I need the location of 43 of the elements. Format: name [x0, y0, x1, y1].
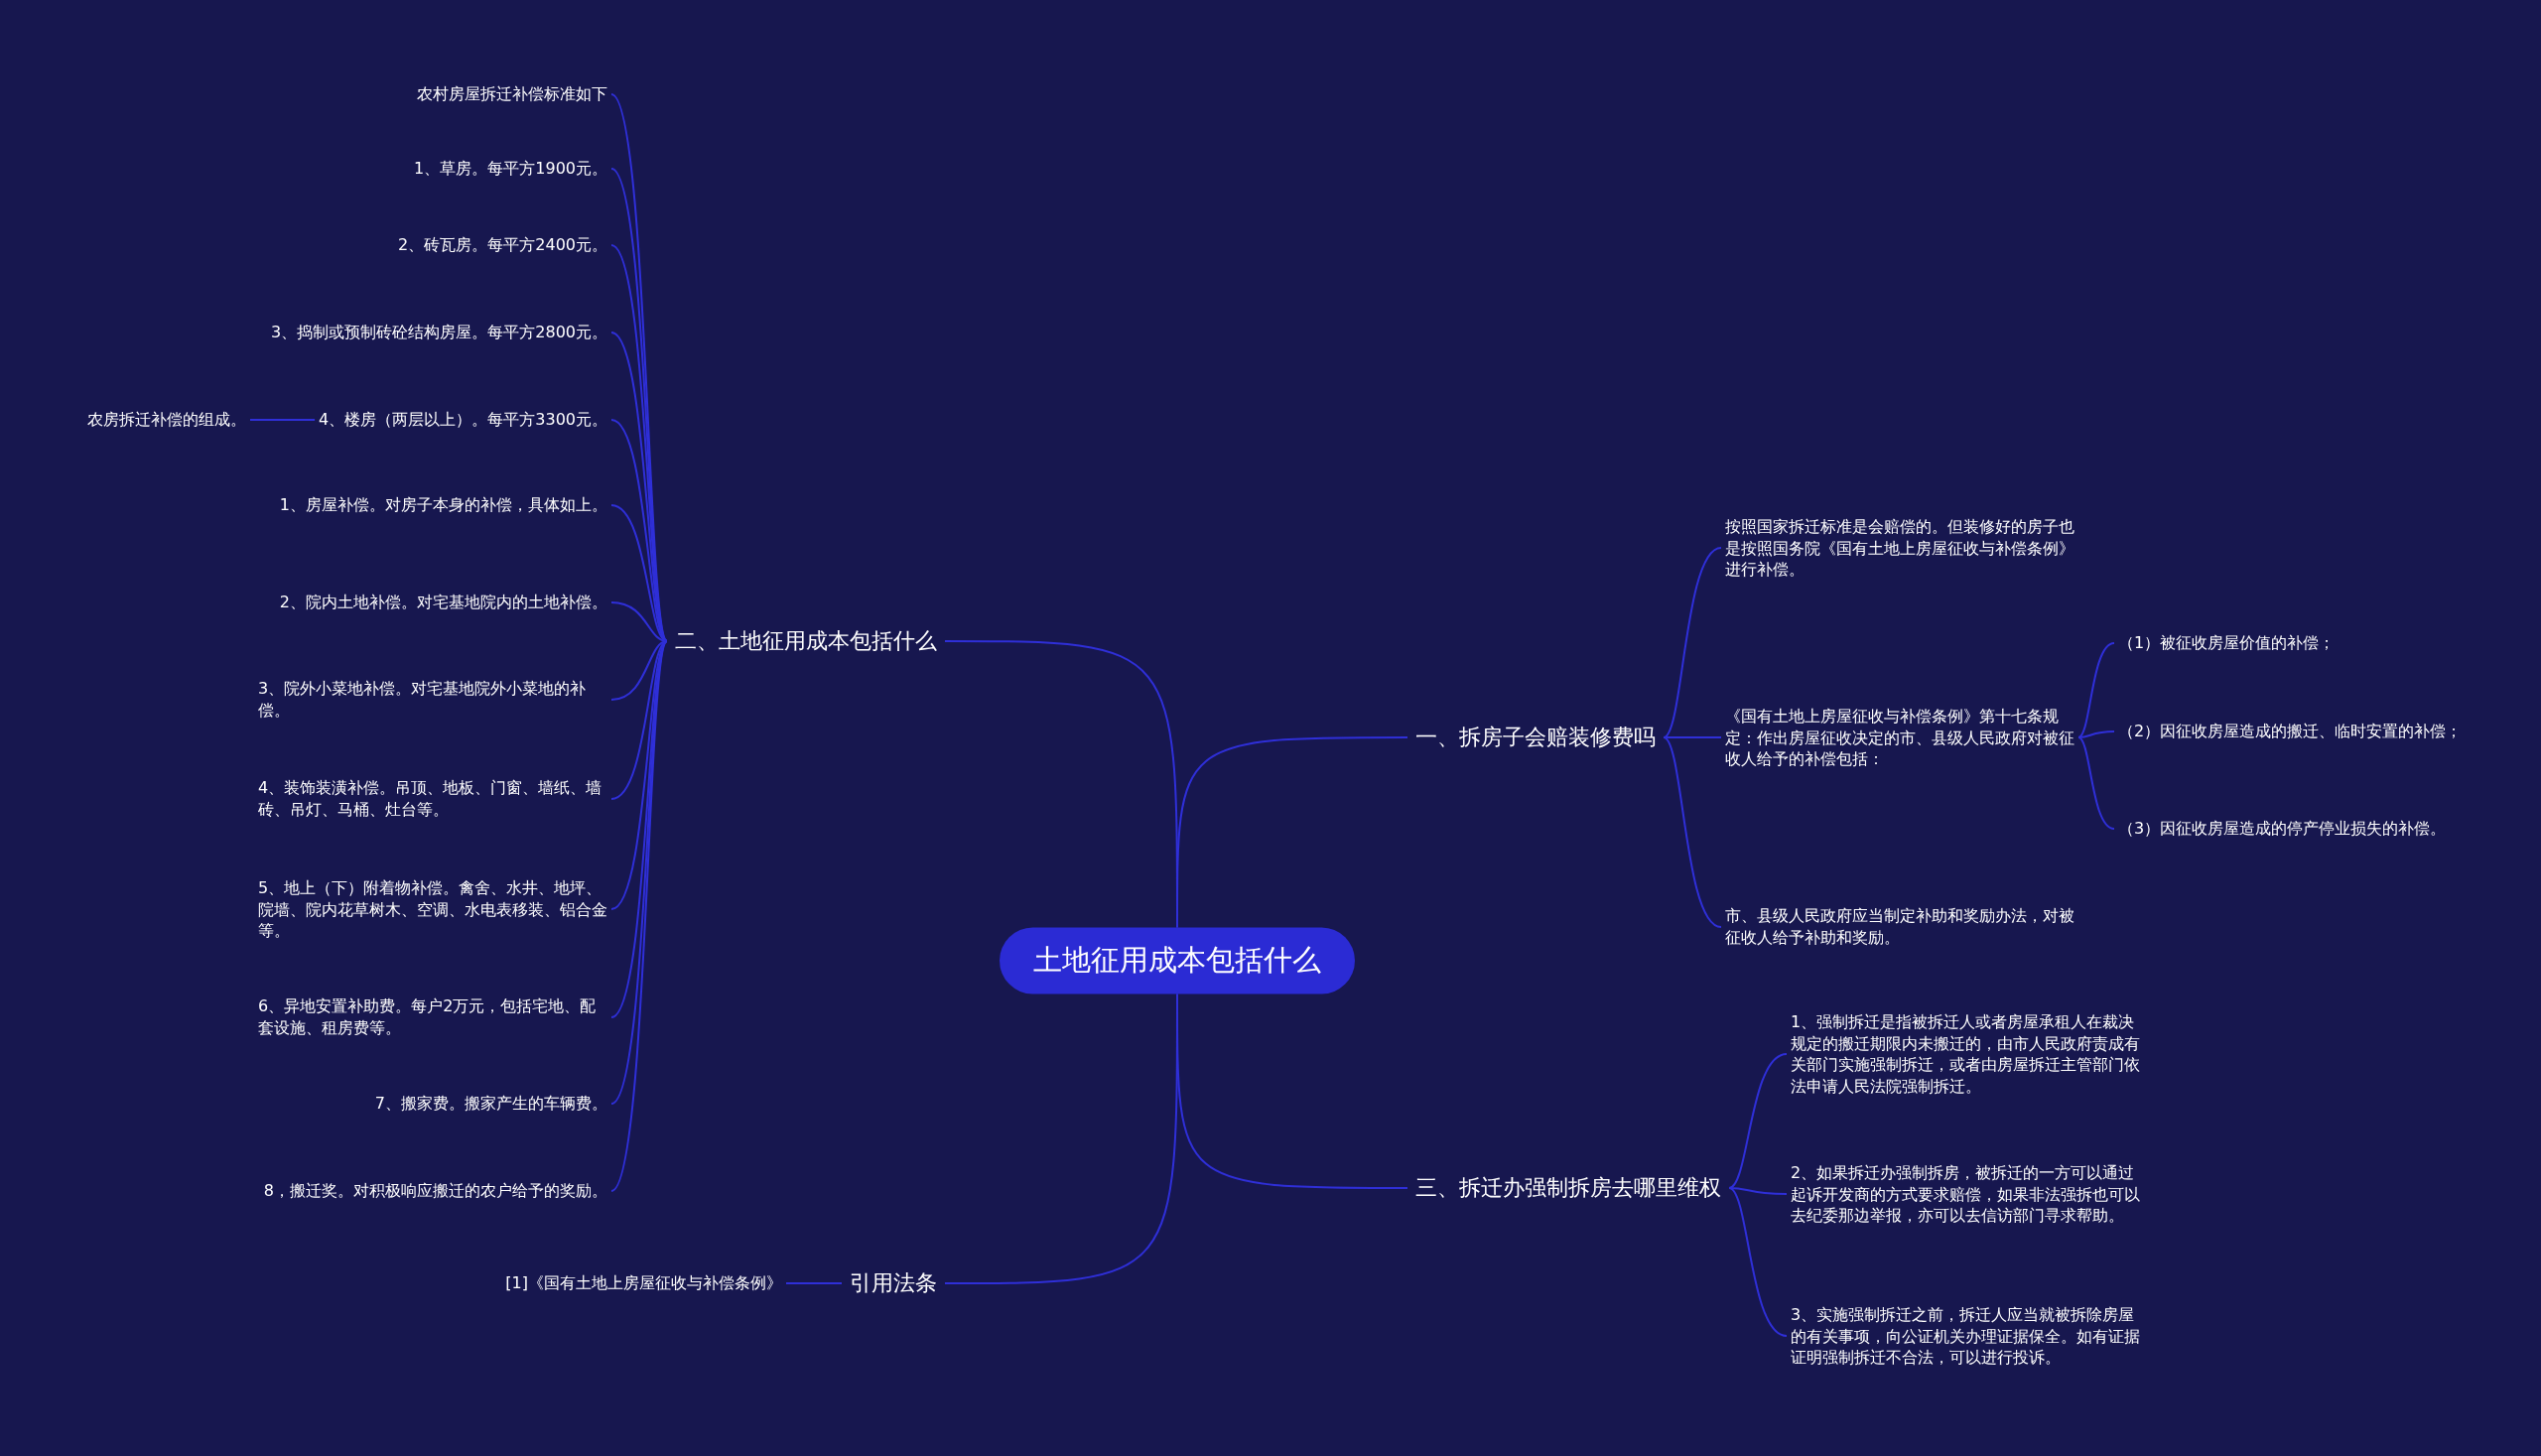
leaf-topic: 7、搬家费。搬家产生的车辆费。 [374, 1093, 607, 1115]
connector-line [2077, 736, 2115, 830]
leaf-topic: 4、装饰装潢补偿。吊顶、地板、门窗、墙纸、墙砖、吊灯、马桶、灶台等。 [258, 777, 603, 821]
connector-line [1728, 1053, 1788, 1189]
leaf-topic: （2）因征收房屋造成的搬迁、临时安置的补偿； [2118, 721, 2463, 742]
connector-line [1663, 736, 1722, 928]
branch-topic: 二、土地征用成本包括什么 [675, 627, 937, 656]
connector-line [785, 1282, 843, 1284]
leaf-topic: 农村房屋拆迁补偿标准如下 [417, 83, 607, 105]
connector-line [1663, 736, 1722, 738]
leaf-topic: 按照国家拆迁标准是会赔偿的。但装修好的房子也是按照国务院《国有土地上房屋征收与补偿条例》进行补偿。 [1725, 515, 2074, 581]
branch-topic: 三、拆迁办强制拆房去哪里维权 [1415, 1174, 1721, 1203]
leaf-topic: 5、地上（下）附着物补偿。禽舍、水井、地坪、院墙、院内花草树木、空调、水电表移装、铝合金等。 [258, 876, 607, 942]
connector-line [610, 640, 668, 1192]
leaf-topic: （3）因征收房屋造成的停产停业损失的补偿。 [2118, 818, 2447, 840]
branch-topic: 一、拆房子会赔装修费吗 [1415, 724, 1656, 752]
leaf-topic: 3、捣制或预制砖砼结构房屋。每平方2800元。 [271, 322, 607, 343]
leaf-topic: 8，搬迁奖。对积极响应搬迁的农户给予的奖励。 [263, 1180, 607, 1202]
connector-line [610, 640, 668, 1105]
leaf-topic: 《国有土地上房屋征收与补偿条例》第十七条规定：作出房屋征收决定的市、县级人民政府对被征收人给予的补偿包括： [1725, 705, 2074, 770]
leaf-topic: 1、草房。每平方1900元。 [414, 158, 607, 180]
leaf-topic: 6、异地安置补助费。每户2万元，包括宅地、配套设施、租房费等。 [258, 995, 598, 1039]
leaf-topic: [1]《国有土地上房屋征收与补偿条例》 [505, 1272, 782, 1294]
leaf-topic: 3、实施强制拆迁之前，拆迁人应当就被拆除房屋的有关事项，向公证机关办理证据保全。如有证据证明强制拆迁不合法，可以进行投诉。 [1791, 1303, 2140, 1369]
leaf-topic: 市、县级人民政府应当制定补助和奖励办法，对被征收人给予补助和奖励。 [1725, 905, 2074, 949]
connector-line [1728, 1187, 1788, 1195]
branch-topic: 引用法条 [850, 1269, 937, 1298]
connector-line [610, 640, 668, 910]
leaf-topic: 4、楼房（两层以上）。每平方3300元。 [319, 409, 607, 431]
central-topic-pill: 土地征用成本包括什么 [1000, 927, 1355, 994]
leaf-topic: 2、院内土地补偿。对宅基地院内的土地补偿。 [279, 592, 607, 613]
connector-line [2077, 642, 2115, 738]
leaf-topic: 1、房屋补偿。对房子本身的补偿，具体如上。 [279, 494, 607, 516]
leaf-topic: 2、砖瓦房。每平方2400元。 [398, 234, 607, 256]
leaf-topic: （1）被征收房屋价值的补偿； [2118, 632, 2336, 654]
leaf-topic: 2、如果拆迁办强制拆房，被拆迁的一方可以通过起诉开发商的方式要求赔偿，如果非法强拆也可以去纪委那边举报，亦可以去信访部门寻求帮助。 [1791, 1161, 2140, 1227]
connector-line [249, 419, 317, 421]
connector-line [1663, 547, 1722, 738]
leaf-topic: 3、院外小菜地补偿。对宅基地院外小菜地的补偿。 [258, 678, 588, 722]
leaf-topic: 1、强制拆迁是指被拆迁人或者房屋承租人在裁决规定的搬迁期限内未搬迁的，由市人民政府责成有关部门实施强制拆迁，或者由房屋拆迁主管部门依法申请人民法院强制拆迁。 [1791, 1010, 2140, 1098]
connector-line [2077, 730, 2115, 738]
connector-line [1728, 1187, 1788, 1337]
leaf-topic: 农房拆迁补偿的组成。 [87, 409, 246, 431]
